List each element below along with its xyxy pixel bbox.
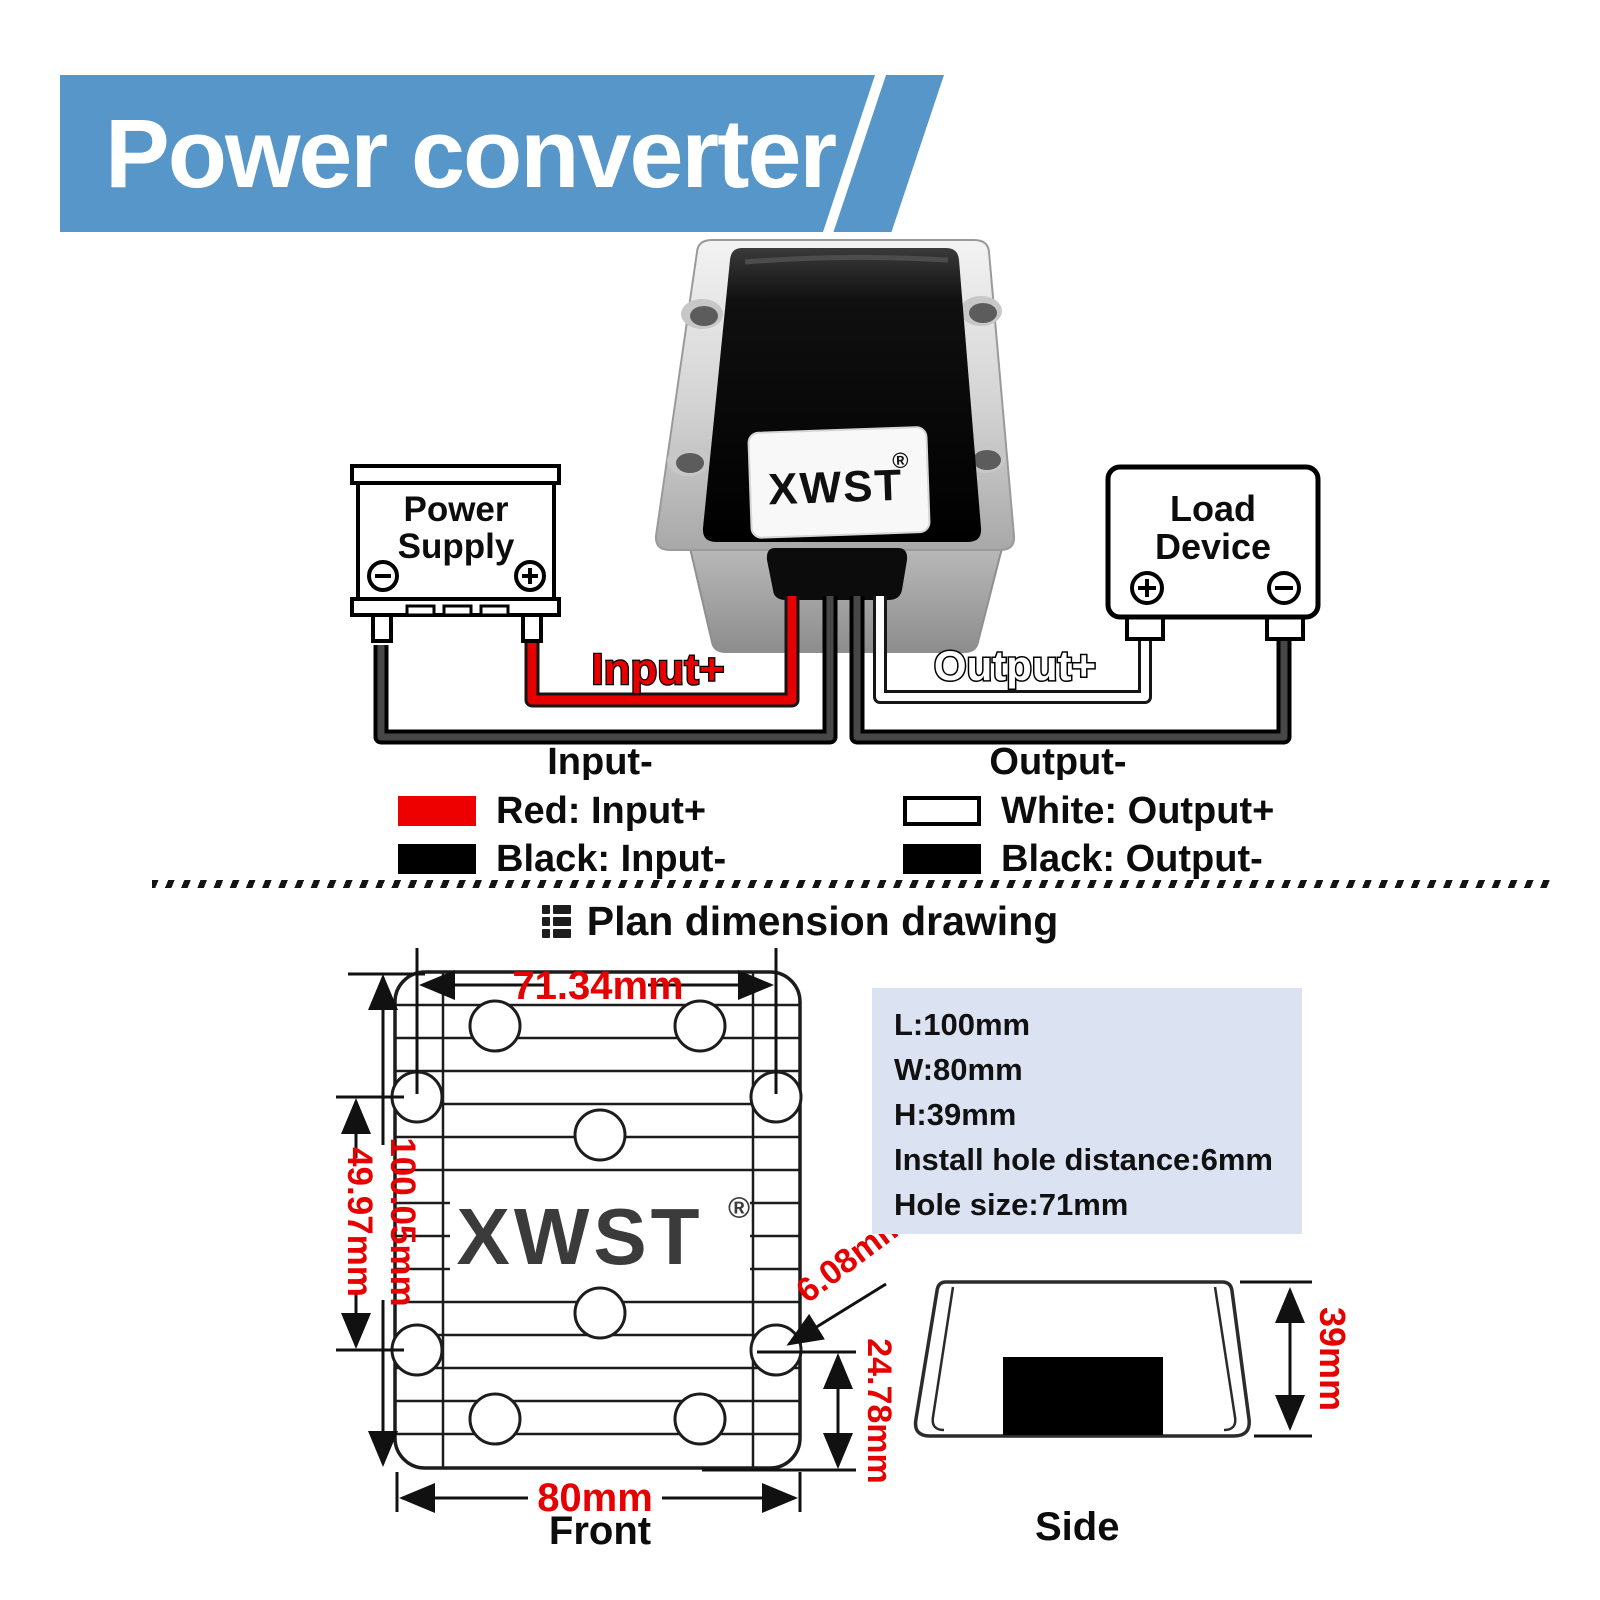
dim-top-width-label: 71.34mm bbox=[512, 964, 683, 1008]
white-wire-swatch bbox=[903, 796, 981, 826]
spec-line: L:100mm bbox=[894, 1007, 1031, 1042]
label-input-minus: Input- bbox=[547, 741, 653, 780]
power-supply-label-line2: Supply bbox=[398, 527, 515, 566]
dimension-bottom-width bbox=[395, 1472, 802, 1513]
brand-text: XWST bbox=[767, 461, 904, 515]
minus-terminal-icon bbox=[1267, 571, 1301, 605]
dim-side-height-label: 39mm bbox=[1312, 1307, 1353, 1411]
front-caption: Front bbox=[549, 1509, 651, 1553]
legend-item-black-input: Black: Input- bbox=[398, 837, 727, 880]
dimension-hole-offset bbox=[702, 1350, 856, 1472]
wire-input-plus bbox=[527, 596, 797, 705]
power-supply-right-leg bbox=[521, 611, 543, 643]
plus-terminal-icon bbox=[1130, 571, 1164, 605]
legend-item-black-output: Black: Output- bbox=[903, 837, 1263, 880]
wire-input-minus bbox=[377, 596, 834, 741]
dimension-height bbox=[348, 972, 425, 1467]
brand-text-backing bbox=[450, 1192, 750, 1276]
dim-hole-offset-label: 24.78mm bbox=[860, 1338, 898, 1484]
vent-slot bbox=[442, 604, 473, 617]
legend-label: White: Output+ bbox=[1001, 789, 1275, 832]
side-view-drawing: 39mm bbox=[913, 1280, 1353, 1438]
legend-label: Black: Output- bbox=[1001, 837, 1263, 880]
power-supply-top-bar bbox=[350, 464, 561, 485]
side-caption: Side bbox=[1035, 1505, 1120, 1549]
spec-line: W:80mm bbox=[894, 1052, 1023, 1087]
panel-gloss-highlight bbox=[744, 254, 949, 265]
front-mount-holes bbox=[390, 999, 803, 1446]
plus-terminal-icon bbox=[514, 560, 546, 592]
dim-hole-spacing-label: 49.97mm bbox=[340, 1147, 379, 1297]
legend-item-red-input: Red: Input+ bbox=[398, 789, 707, 832]
vent-slot bbox=[405, 604, 436, 617]
black-wire-swatch bbox=[398, 844, 476, 874]
dim-bottom-width-label: 80mm bbox=[537, 1476, 653, 1520]
dashed-divider bbox=[152, 880, 1556, 888]
wire-output-plus bbox=[876, 596, 1149, 701]
dimension-top-width bbox=[415, 948, 778, 1094]
brand-reg-mark: ® bbox=[892, 448, 909, 474]
side-connector-block bbox=[1003, 1357, 1163, 1435]
front-brand-text: XWST bbox=[456, 1192, 703, 1281]
label-output-minus: Output- bbox=[989, 741, 1126, 780]
load-device-box: Load Device bbox=[1105, 464, 1321, 641]
spec-line: Hole size:71mm bbox=[894, 1187, 1129, 1222]
wires bbox=[373, 596, 1292, 745]
legend-item-white-output: White: Output+ bbox=[903, 789, 1275, 832]
section-heading-row: Plan dimension drawing bbox=[0, 898, 1600, 945]
load-device-label-line2: Device bbox=[1155, 526, 1271, 567]
minus-terminal-icon bbox=[367, 560, 399, 592]
black-wire-swatch bbox=[903, 844, 981, 874]
wire-output-minus bbox=[853, 596, 1288, 741]
load-device-label-line1: Load bbox=[1170, 488, 1256, 529]
dim-height-label: 100.05mm bbox=[383, 1137, 422, 1306]
converter-connector bbox=[766, 548, 908, 600]
dimension-hole-spacing bbox=[336, 1095, 404, 1352]
label-input-plus: Input+ bbox=[591, 645, 724, 694]
spec-line: Install hole distance:6mm bbox=[894, 1142, 1273, 1177]
grid-icon bbox=[541, 905, 571, 938]
page-title: Power converter bbox=[105, 99, 836, 208]
spec-line: H:39mm bbox=[894, 1097, 1017, 1132]
power-supply-label-line1: Power bbox=[403, 490, 508, 529]
dimension-side-height bbox=[1240, 1280, 1312, 1438]
power-supply-box: Power Supply bbox=[350, 464, 561, 643]
specs-box: L:100mm W:80mm H:39mm Install hole dista… bbox=[872, 988, 1302, 1234]
title-banner: Power converter bbox=[60, 75, 875, 232]
side-inner-wall-left bbox=[931, 1286, 955, 1432]
legend-label: Black: Input- bbox=[496, 837, 727, 880]
front-view-drawing: XWST ® 71.34mm 100.05mm 49.97mm bbox=[336, 948, 910, 1553]
red-wire-swatch bbox=[398, 796, 476, 826]
vent-slot bbox=[479, 604, 510, 617]
section-title: Plan dimension drawing bbox=[586, 898, 1059, 944]
converter-brand-label: XWST ® bbox=[747, 426, 931, 539]
dimension-hole-size-leader bbox=[786, 1282, 887, 1346]
legend-label: Red: Input+ bbox=[496, 789, 707, 832]
converter-photo: XWST ® bbox=[654, 239, 1016, 653]
label-output-plus: Output+ bbox=[934, 642, 1096, 689]
power-supply-left-leg bbox=[371, 611, 393, 643]
side-inner-wall-right bbox=[1213, 1286, 1237, 1432]
front-brand-reg-mark: ® bbox=[728, 1192, 750, 1225]
wiring-diagram: XWST ® Input+ Output+ Input- Output- bbox=[350, 239, 1321, 780]
